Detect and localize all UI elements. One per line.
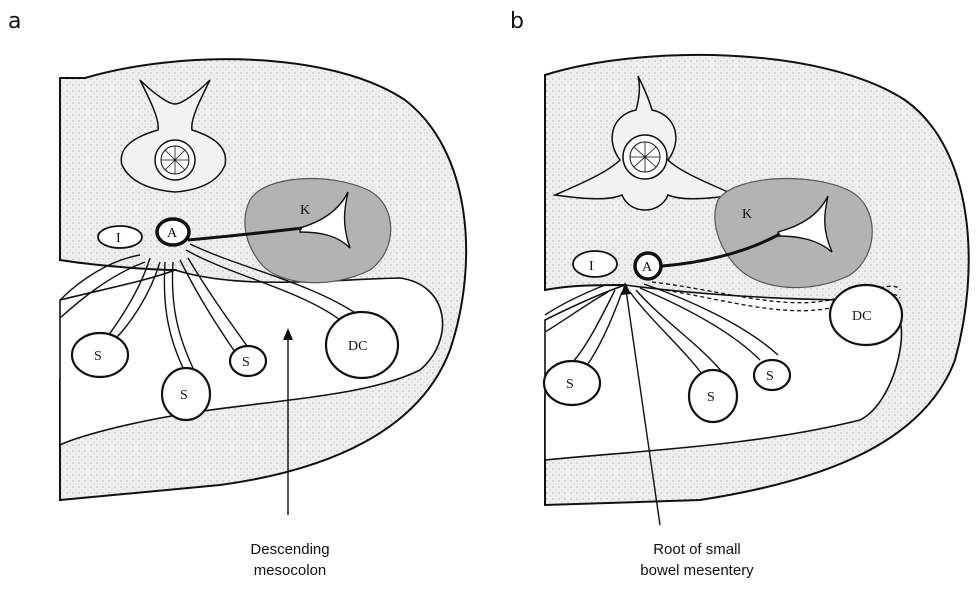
panel-a-bowel-label-3: S bbox=[242, 355, 250, 370]
panel-a-letter: a bbox=[8, 9, 21, 34]
panel-a-aorta-label: A bbox=[167, 226, 178, 241]
panel-b-bowel-label-3: S bbox=[766, 369, 774, 384]
panel-a-kidney-label: K bbox=[300, 203, 310, 218]
panel-a-bowel-label-1: S bbox=[94, 349, 102, 364]
panel-a-colon-label: DC bbox=[348, 339, 367, 354]
panel-b-letter: b bbox=[510, 9, 524, 34]
panel-b-ivc-label: I bbox=[589, 259, 594, 274]
panel-a-ivc-label: I bbox=[116, 231, 121, 246]
panel-b-caption-line-2: bowel mesentery bbox=[640, 562, 754, 579]
panel-b-caption-line-1: Root of small bbox=[653, 541, 741, 558]
panel-b-bowel-label-1: S bbox=[566, 377, 574, 392]
panel-a: a K I A bbox=[8, 9, 466, 579]
panel-b: b K I A S S S DC bbox=[510, 9, 969, 579]
panel-b-colon-label: DC bbox=[852, 309, 871, 324]
panel-b-kidney-label: K bbox=[742, 207, 752, 222]
panel-b-aorta-label: A bbox=[642, 260, 653, 275]
panel-b-ivc bbox=[573, 251, 617, 277]
panel-b-bowel-label-2: S bbox=[707, 390, 715, 405]
panel-a-bowel-label-2: S bbox=[180, 388, 188, 403]
panel-a-caption-line-1: Descending bbox=[250, 541, 329, 558]
panel-a-caption-line-2: mesocolon bbox=[254, 562, 327, 579]
